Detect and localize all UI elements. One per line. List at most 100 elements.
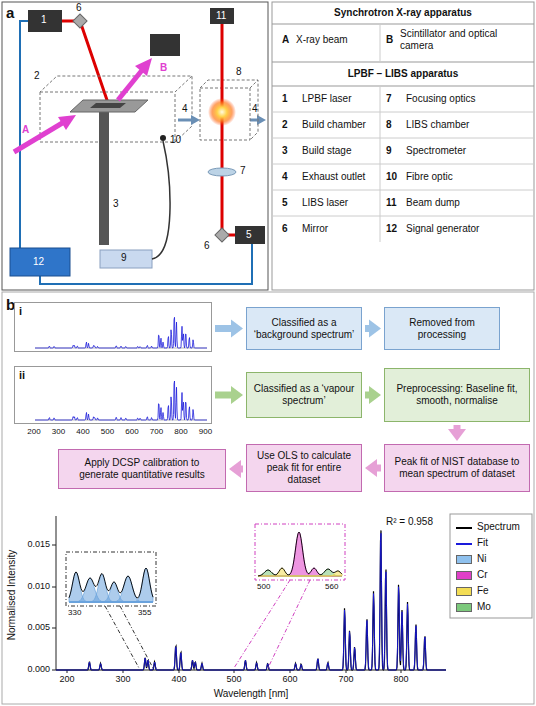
label: 3 [282, 145, 288, 157]
label: Exhaust outlet [302, 171, 365, 183]
label: 900 [195, 427, 217, 436]
label: 1 [41, 14, 47, 26]
box-text: Removed from processing [390, 317, 494, 341]
label: X-ray beam [296, 34, 348, 46]
arrow-head [229, 460, 241, 478]
label: 700 [331, 674, 361, 684]
label: 3 [113, 198, 119, 210]
label: 6 [204, 240, 210, 252]
label: 500 [257, 582, 270, 591]
element-peak [69, 568, 153, 602]
label: 0.005 [18, 622, 50, 632]
process-box: Peak fit of NIST database to mean spectr… [384, 444, 530, 492]
spectrum-thumbnail: i [14, 302, 212, 352]
label: Signal generator [406, 223, 479, 235]
arrow-shaft [215, 325, 232, 332]
inset-spectrum [258, 532, 342, 576]
label: 8 [386, 119, 392, 131]
label: 330 [68, 608, 81, 617]
label: 300 [48, 427, 70, 436]
label: 2 [34, 70, 40, 82]
arrow-shaft [215, 392, 232, 399]
thumbnail-spectrum [15, 367, 211, 423]
legend-text: Cr [477, 569, 488, 581]
flow-arrow [365, 320, 381, 338]
arrow-head [231, 386, 243, 404]
label: B [386, 34, 393, 46]
label: 9 [386, 145, 392, 157]
zoom-inset [255, 524, 345, 580]
inset-spectrum [69, 568, 153, 598]
flow-arrow [365, 459, 381, 477]
arrow-head [369, 386, 381, 404]
label: 11 [386, 197, 397, 209]
label: A [22, 124, 29, 136]
box-text: Apply DCSP calibration to generate quant… [64, 457, 220, 481]
label: 7 [240, 165, 246, 177]
plot-stroke [35, 317, 207, 348]
process-box: Apply DCSP calibration to generate quant… [58, 449, 226, 489]
label: 200 [52, 674, 82, 684]
fit-line [56, 533, 446, 670]
legend-text: Fe [477, 585, 489, 597]
arrow-head [369, 320, 381, 338]
label: 12 [33, 256, 44, 268]
box-text: Classified as a ‘background spectrum’ [252, 317, 356, 341]
arrow-head [448, 429, 466, 441]
label: 560 [325, 582, 338, 591]
leader-line [234, 580, 290, 668]
label: 0.015 [18, 539, 50, 549]
label: 0.010 [18, 581, 50, 591]
flow-arrow [229, 460, 243, 478]
label: LPBF – LIBS apparatus [274, 68, 532, 80]
label: 4 [282, 171, 288, 183]
label: 11 [216, 10, 226, 22]
arrow-head [365, 459, 377, 477]
label: 10 [386, 171, 397, 183]
thumbnail-spectrum [15, 303, 211, 351]
label: 600 [275, 674, 305, 684]
label: 700 [146, 427, 168, 436]
label: Fibre optic [406, 171, 453, 183]
plot-stroke [35, 381, 207, 420]
label: 7 [386, 93, 392, 105]
process-box: Preprocessing: Baseline fit, smooth, nor… [384, 368, 530, 422]
zoom-inset [66, 552, 156, 606]
flow-arrow [215, 320, 243, 338]
label: Mirror [302, 223, 328, 235]
label: LPBF laser [302, 93, 351, 105]
label: LIBS laser [302, 197, 348, 209]
label: 600 [121, 427, 143, 436]
label: 500 [219, 674, 249, 684]
label: 0.000 [18, 664, 50, 674]
process-box: Use OLS to calculate peak fit for entire… [246, 444, 362, 492]
label: A [282, 34, 289, 46]
label: 6 [76, 2, 82, 14]
flow-arrow [215, 386, 243, 404]
label: 10 [170, 134, 181, 146]
label: 2 [282, 119, 288, 131]
label: Build chamber [302, 119, 366, 131]
label: 800 [170, 427, 192, 436]
panel-numeral: i [19, 305, 22, 318]
label: 9 [121, 252, 127, 264]
label: 5 [282, 197, 288, 209]
label: Build stage [302, 145, 351, 157]
leader-line [268, 580, 310, 668]
process-box: Classified as a ‘background spectrum’ [246, 307, 362, 350]
box-text: Preprocessing: Baseline fit, smooth, nor… [390, 383, 524, 407]
label: 5 [246, 229, 252, 241]
label: 6 [282, 223, 288, 235]
label: 8 [236, 66, 242, 78]
label: 200 [23, 427, 45, 436]
box-text: Use OLS to calculate peak fit for entire… [252, 450, 356, 486]
label: 400 [164, 674, 194, 684]
label: Scintillator and optical camera [400, 28, 530, 51]
legend-swatch [456, 571, 472, 580]
element-peak [258, 569, 342, 576]
label: 400 [72, 427, 94, 436]
label: Wavelength [nm] [191, 688, 311, 700]
measured-spectrum [56, 530, 446, 670]
